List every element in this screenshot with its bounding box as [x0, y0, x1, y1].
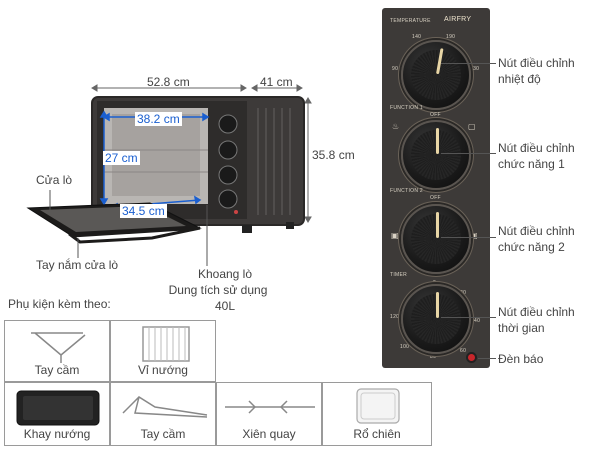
handle-label: Tay nắm cửa lò — [36, 258, 119, 272]
fry-basket-icon — [356, 388, 400, 424]
timer-tick-120: 120 — [390, 314, 400, 320]
indicator-light — [466, 352, 477, 363]
timer-callout-line — [438, 317, 496, 318]
func2-callout-label: Nút điều chỉnh chức năng 2 — [498, 223, 575, 255]
inner-width-label: 38.2 cm — [135, 112, 182, 126]
accessory-handle-1: Tay cầm — [4, 320, 110, 382]
accessory-label: Tay cầm — [34, 363, 80, 377]
func2-callout-line1: Nút điều chỉnh — [498, 224, 575, 238]
timer-tick-80: 80 — [430, 354, 437, 360]
accessory-label: Vỉ nướng — [138, 363, 188, 377]
width-label: 52.8 cm — [147, 75, 190, 89]
depth-label: 41 cm — [260, 75, 293, 89]
baking-tray-icon — [16, 390, 100, 426]
accessory-handle-2: Tay cầm — [110, 382, 216, 446]
temperature-title: TEMPERATURE — [390, 18, 431, 24]
function2-off: OFF — [430, 195, 441, 201]
timer-tick-100: 100 — [400, 344, 410, 350]
accessory-grill-rack: Vỉ nướng — [110, 320, 216, 382]
brand-label: AIRFRY — [444, 16, 472, 23]
handle-1-icon — [31, 332, 86, 363]
function2-right-icon: ▣ — [470, 231, 478, 240]
timer-callout-label: Nút điều chỉnh thời gian — [498, 304, 575, 336]
timer-tick-20: 20 — [460, 290, 467, 296]
light-callout-label: Đèn báo — [498, 352, 544, 366]
function1-mode-icon: ♨ — [392, 122, 400, 131]
door-handle — [67, 226, 201, 244]
function1-top-heat-icon: ▢ — [468, 122, 476, 131]
accessory-baking-tray: Khay nướng — [4, 382, 110, 446]
timer-title: TIMER — [390, 272, 408, 278]
height-label: 35.8 cm — [312, 148, 355, 162]
cavity-label: Khoang lò Dung tích sử dụng 40L — [169, 266, 270, 314]
inner-height-label: 27 cm — [103, 151, 140, 165]
timer-tick-60: 60 — [460, 348, 467, 354]
accessory-label: Khay nướng — [23, 427, 91, 441]
temp-tick-90: 90 — [392, 66, 399, 72]
function1-title: FUNCTION 1 — [390, 105, 423, 111]
timer-tick-0: 0 — [433, 280, 437, 286]
temp-callout-line — [438, 63, 496, 64]
func1-callout-line — [438, 153, 496, 154]
function2-title: FUNCTION 2 — [390, 188, 423, 194]
accessory-rotisserie: Xiên quay — [216, 382, 322, 446]
inner-depth-label: 34.5 cm — [120, 204, 167, 218]
temp-callout-line1: Nút điều chỉnh — [498, 56, 575, 70]
temp-callout-line2: nhiệt độ — [498, 72, 541, 86]
handle-2-icon — [122, 396, 208, 418]
accessories-title: Phụ kiện kèm theo: — [8, 297, 111, 311]
cavity-label-line3: 40L — [214, 299, 236, 313]
temp-callout-label: Nút điều chỉnh nhiệt độ — [498, 55, 575, 87]
light-callout-line — [478, 358, 496, 359]
accessory-fry-basket: Rổ chiên — [322, 382, 432, 446]
function2-left-icon: ▣ — [391, 231, 399, 240]
cavity-label-line1: Khoang lò — [197, 267, 253, 281]
door-label: Cửa lò — [36, 173, 73, 187]
timer-tick-40: 40 — [474, 318, 481, 324]
timer-callout-line1: Nút điều chỉnh — [498, 305, 575, 319]
control-panel: TEMPERATURE AIRFRY 140 190 90 230 FUNCTI… — [382, 8, 490, 368]
function1-off: OFF — [430, 112, 441, 118]
rotisserie-icon — [225, 400, 315, 414]
func1-callout-label: Nút điều chỉnh chức năng 1 — [498, 140, 575, 172]
cavity-label-line2: Dung tích sử dụng — [168, 283, 268, 297]
grill-rack-icon — [142, 326, 190, 362]
temp-tick-230: 230 — [470, 66, 480, 72]
func1-callout-line1: Nút điều chỉnh — [498, 141, 575, 155]
func2-callout-line — [438, 237, 496, 238]
temp-tick-140: 140 — [412, 34, 422, 40]
timer-callout-line2: thời gian — [498, 321, 545, 335]
func2-callout-line2: chức năng 2 — [498, 240, 565, 254]
temp-tick-190: 190 — [446, 34, 456, 40]
temperature-knob[interactable] — [401, 40, 471, 110]
accessory-label: Tay cầm — [140, 427, 186, 441]
oven-illustration — [26, 84, 312, 266]
accessory-label: Xiên quay — [242, 427, 296, 441]
func1-callout-line2: chức năng 1 — [498, 157, 565, 171]
accessory-label: Rổ chiên — [353, 427, 401, 441]
